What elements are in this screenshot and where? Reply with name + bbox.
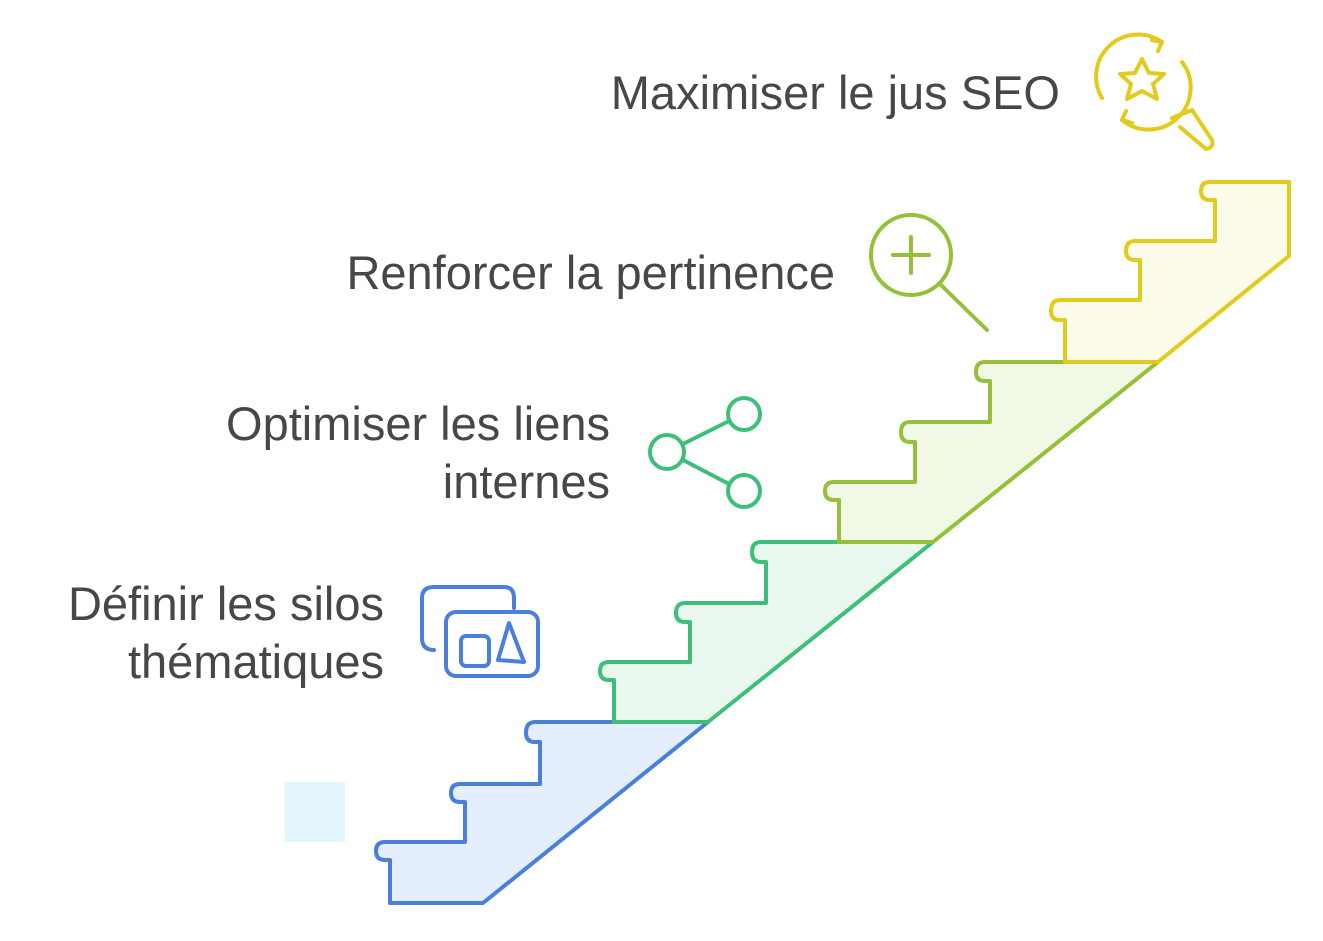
stair-segment-2 xyxy=(598,540,935,724)
stair-segment-1 xyxy=(374,720,710,905)
step-3-label-line-1: Renforcer la pertinence xyxy=(346,246,835,299)
step-4-label: Maximiser le jus SEO xyxy=(560,64,1060,122)
stair-segment-3-outline xyxy=(823,360,1160,544)
stair-segment-4 xyxy=(1049,180,1291,364)
stair-segment-1-fill xyxy=(376,722,708,903)
stair-segment-4-outline xyxy=(1049,180,1291,364)
step-1-label-line-1: Définir les silos xyxy=(67,577,384,630)
decorative-square xyxy=(285,782,345,842)
step-1-label: Définir les silos thématiques xyxy=(20,575,384,691)
step-3-label: Renforcer la pertinence xyxy=(300,244,835,302)
folders-shapes-icon xyxy=(420,585,540,678)
stair-segment-3-fill xyxy=(825,362,1158,542)
share-nodes-icon xyxy=(648,396,762,509)
stair-segment-4-fill xyxy=(1051,182,1289,362)
step-2-label: Optimiser les liens internes xyxy=(150,395,610,511)
step-2-label-line-1: Optimiser les liens xyxy=(226,397,610,450)
zoom-in-icon xyxy=(869,213,989,332)
step-1-label-line-2: thématiques xyxy=(127,635,384,688)
step-2-label-line-2: internes xyxy=(442,455,610,508)
stair-segment-3 xyxy=(823,360,1160,544)
stair-segment-2-outline xyxy=(598,540,935,724)
stair-segment-1-outline xyxy=(374,720,710,905)
step-4-label-line-1: Maximiser le jus SEO xyxy=(610,66,1060,119)
star-search-refresh-icon xyxy=(1094,32,1215,151)
stair-segment-2-fill xyxy=(600,542,933,722)
